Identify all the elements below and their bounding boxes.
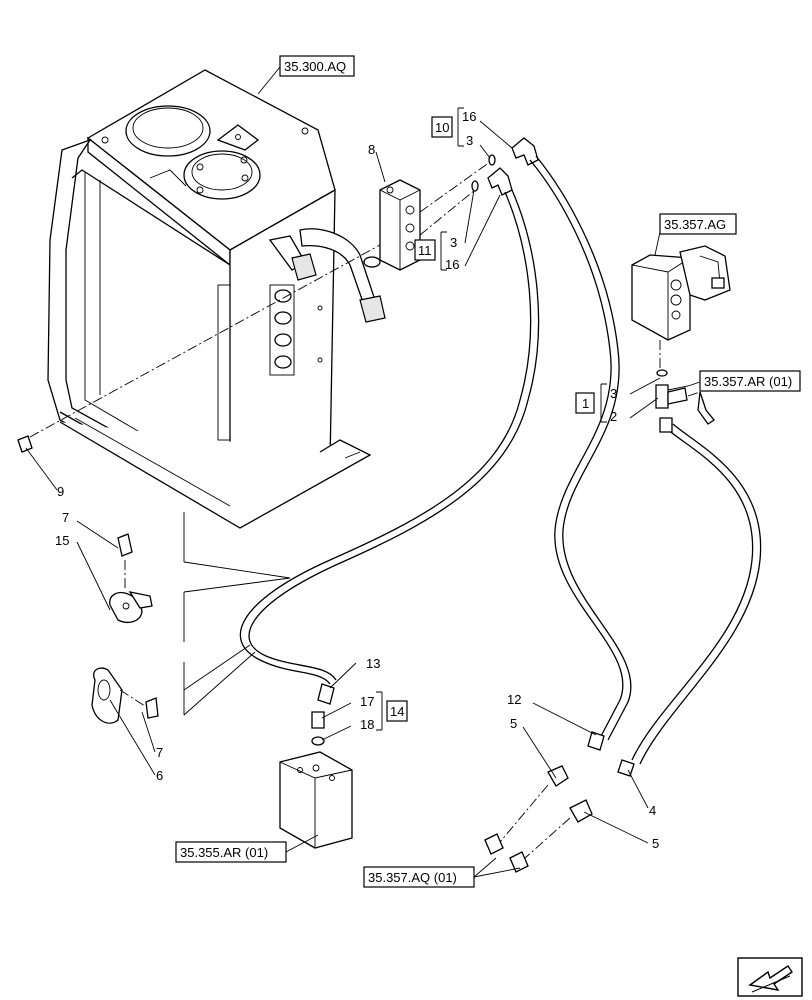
coupler [569, 799, 593, 823]
ref-box-tank [279, 55, 355, 77]
callout-5: 5 [652, 836, 659, 851]
callout-3: 3 [466, 133, 473, 148]
callout-7: 7 [156, 745, 163, 760]
kit-10[interactable]: 10 [435, 120, 449, 135]
bracket [457, 107, 464, 147]
callout-15: 15 [55, 533, 69, 548]
hose-end [317, 683, 335, 705]
kit-box-10 [431, 116, 453, 138]
kit-box-1 [575, 392, 595, 414]
kit-box-14 [386, 700, 408, 722]
leader-lines [25, 66, 701, 878]
hose-end [659, 417, 673, 433]
quick-coupler-plug [484, 833, 504, 855]
callout-6: 6 [156, 768, 163, 783]
hose-end [617, 759, 635, 777]
kit-11[interactable]: 11 [418, 243, 432, 258]
clamp-15 [109, 591, 153, 623]
callout-2: 2 [610, 409, 617, 424]
callout-8: 8 [368, 142, 375, 157]
elbow-fitting [511, 137, 539, 166]
ref-couplers[interactable]: 35.357.AQ (01) [368, 870, 457, 885]
tee-fitting [655, 384, 669, 409]
manifold-block [379, 179, 421, 271]
kit-14[interactable]: 14 [390, 704, 404, 719]
elbow-fitting [487, 167, 513, 196]
ref-box-valve-block [659, 213, 737, 235]
callout-3: 3 [610, 386, 617, 401]
ref-adapter[interactable]: 35.357.AR (01) [704, 374, 792, 389]
ref-box-adapter [699, 370, 801, 392]
bolt [117, 533, 133, 557]
adapter-fitting [311, 711, 325, 729]
hoses [239, 155, 762, 765]
quick-coupler-plug [509, 851, 529, 873]
callout-9: 9 [57, 484, 64, 499]
bracket [376, 691, 383, 731]
arrow-icon[interactable] [737, 957, 803, 997]
clamp-6 [91, 667, 123, 724]
coupler [547, 765, 569, 787]
callout-13: 13 [366, 656, 380, 671]
callout-18: 18 [360, 717, 374, 732]
o-ring [471, 180, 479, 192]
bolt [145, 697, 159, 719]
callout-12: 12 [507, 692, 521, 707]
callout-5: 5 [510, 716, 517, 731]
callout-3: 3 [450, 235, 457, 250]
kit-1[interactable]: 1 [582, 396, 589, 411]
callout-4: 4 [649, 803, 656, 818]
adapter [697, 391, 715, 425]
ref-tank[interactable]: 35.300.AQ [284, 59, 346, 74]
bolt [17, 435, 33, 453]
o-ring [311, 736, 325, 746]
ref-lower-block[interactable]: 35.355.AR (01) [180, 845, 268, 860]
o-ring [488, 154, 496, 166]
kit-box-11 [414, 239, 436, 261]
hose-end [587, 731, 605, 751]
callout-16: 16 [462, 109, 476, 124]
valve-block [631, 245, 731, 341]
tee-fitting [667, 387, 688, 405]
ref-box-lower-block [175, 841, 287, 863]
o-ring [656, 369, 668, 377]
callout-7: 7 [62, 510, 69, 525]
ref-box-couplers [363, 866, 475, 888]
bracket [440, 231, 447, 271]
callout-17: 17 [360, 694, 374, 709]
callout-16: 16 [445, 257, 459, 272]
ref-valve-block[interactable]: 35.357.AG [664, 217, 726, 232]
bracket [600, 383, 607, 423]
lower-block [279, 751, 353, 849]
hydraulic-tank [47, 69, 386, 529]
